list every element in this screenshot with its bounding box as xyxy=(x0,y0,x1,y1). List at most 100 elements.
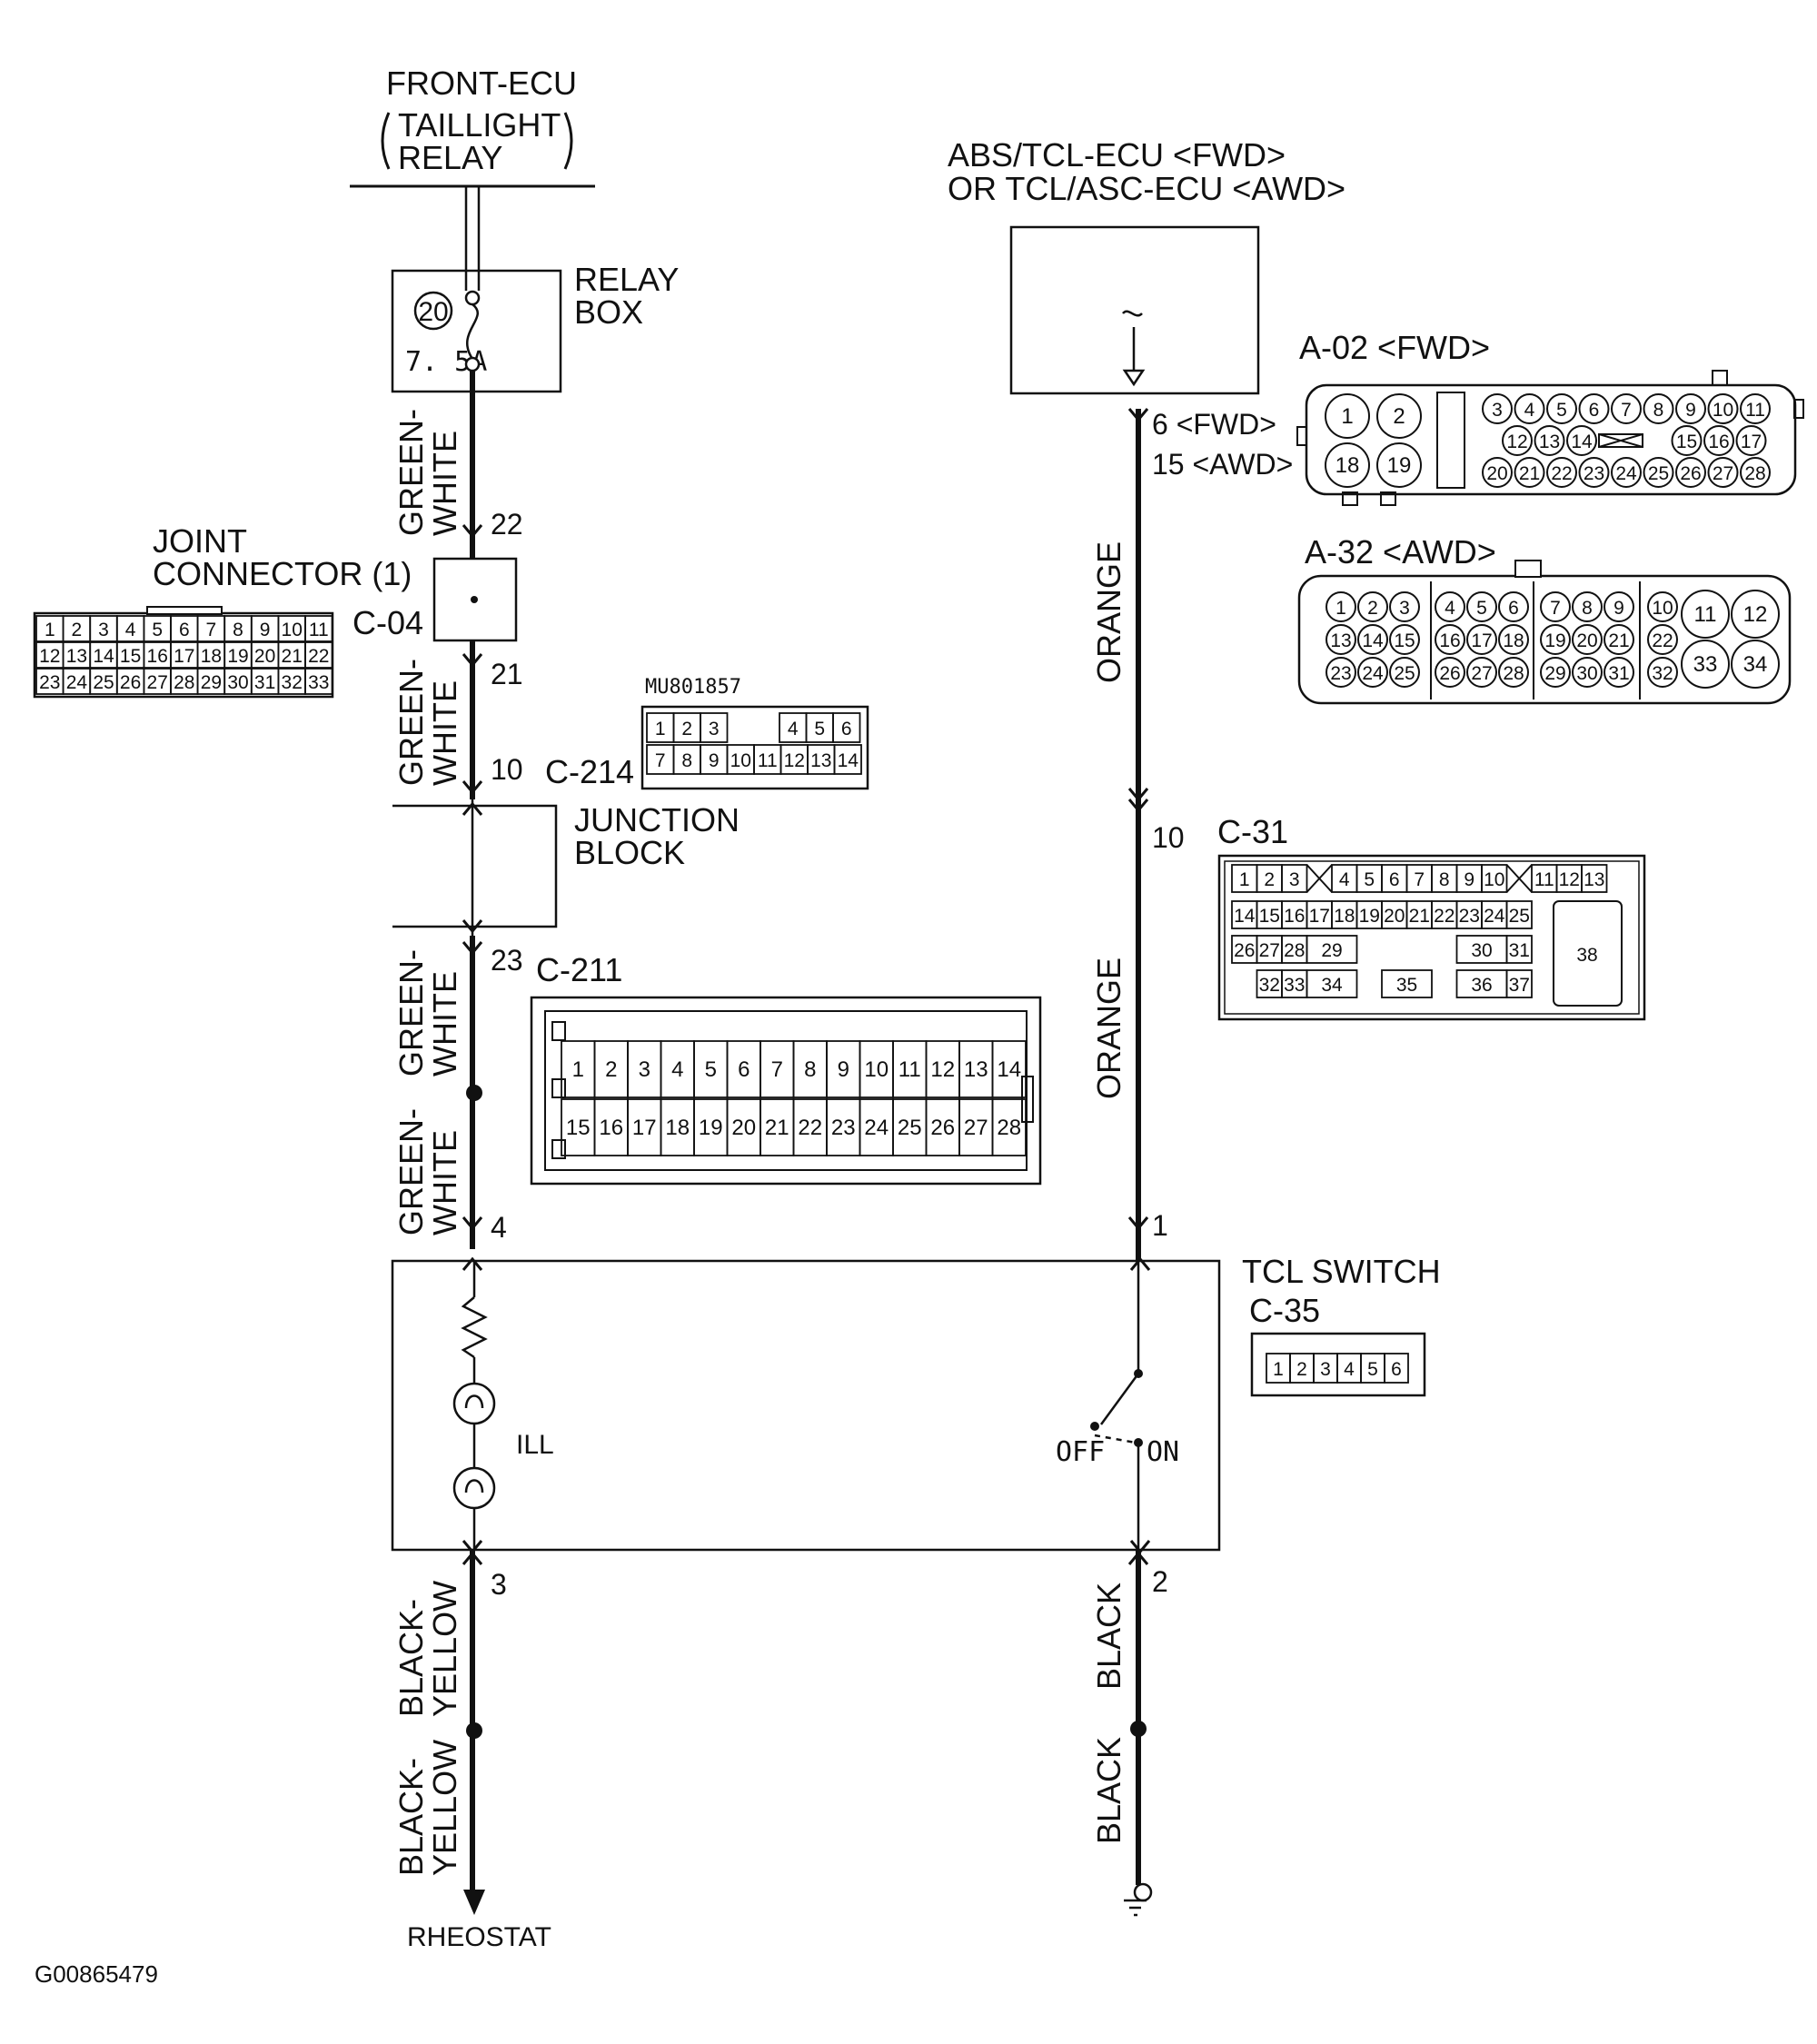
connector-pin: 13 xyxy=(66,646,87,667)
pin-22: 22 xyxy=(491,508,523,541)
splice-point-2 xyxy=(466,1722,482,1739)
svg-text:YELLOW: YELLOW xyxy=(426,1581,463,1717)
connector-pin: 5 xyxy=(1367,1359,1378,1380)
relay-box-label-1: RELAY xyxy=(574,261,679,298)
connector-pin: 7 xyxy=(655,750,666,771)
connector-pin: 21 xyxy=(1519,463,1540,484)
connector-pin: 19 xyxy=(1387,453,1412,478)
connector-pin: 28 xyxy=(1503,663,1524,684)
relay-box-label-2: BOX xyxy=(574,293,643,331)
front-ecu: FRONT-ECU TAILLIGHT RELAY xyxy=(350,64,595,188)
connector-pin: 3 xyxy=(1289,869,1300,890)
rheostat-label: RHEOSTAT xyxy=(407,1922,551,1952)
connector-pin: 5 xyxy=(152,620,163,640)
pin-21: 21 xyxy=(491,658,523,690)
lamp-icon-1 xyxy=(452,1382,496,1425)
connector-pin: 28 xyxy=(997,1116,1021,1140)
connector-pin: 18 xyxy=(1334,906,1355,927)
connector-pin: 11 xyxy=(1694,602,1717,627)
connector-pin: 16 xyxy=(1284,906,1305,927)
connector-pin: 8 xyxy=(804,1057,816,1082)
connector-pin: 8 xyxy=(1653,400,1664,421)
a02-label: A-02 <FWD> xyxy=(1299,329,1490,366)
connector-pin: 18 xyxy=(201,646,222,667)
connector-pin: 6 xyxy=(1389,869,1400,890)
switch-on-label: ON xyxy=(1147,1436,1179,1468)
svg-text:BLACK-: BLACK- xyxy=(392,1599,430,1717)
ac-signal-icon xyxy=(1122,310,1143,317)
connector-pin: 2 xyxy=(681,719,692,739)
pin-2: 2 xyxy=(1152,1565,1168,1598)
switch-off-label: OFF xyxy=(1056,1436,1105,1468)
connector-pin: 4 xyxy=(671,1057,683,1082)
connector-c31-mark xyxy=(1127,788,1149,813)
connector-pin: 6 xyxy=(1508,598,1519,619)
connector-pin: 1 xyxy=(45,620,55,640)
connector-pin: 34 xyxy=(1743,652,1768,677)
connector-pin: 28 xyxy=(174,672,194,693)
ecu-pin-awd: 15 <AWD> xyxy=(1152,448,1293,481)
connector-pin: 15 xyxy=(566,1116,591,1140)
connector-pin: 21 xyxy=(282,646,303,667)
abs-ecu-label-1: ABS/TCL-ECU <FWD> xyxy=(948,136,1286,174)
connector-pin: 18 xyxy=(1503,630,1524,651)
connector-pin: 1 xyxy=(1239,869,1250,890)
tcl-switch: ILL OFF ON xyxy=(391,1256,1221,1554)
lamp-icon-2 xyxy=(452,1466,496,1510)
ground-icon xyxy=(1124,1882,1153,1917)
connector-pin: 8 xyxy=(681,750,692,771)
connector-pin: 14 xyxy=(1571,432,1593,452)
connector-pin: 12 xyxy=(39,646,60,667)
connector-pin: 16 xyxy=(1439,630,1460,651)
c31-pin: 10 xyxy=(1152,821,1185,854)
connector-pin: 15 xyxy=(1394,630,1415,651)
connector-pin: 7 xyxy=(206,620,217,640)
joint-connector-code: C-04 xyxy=(352,604,423,641)
connector-pin: 17 xyxy=(632,1116,657,1140)
connector-pin: 11 xyxy=(309,620,329,640)
connector-pin: 13 xyxy=(1584,869,1604,890)
junction-label-1: JUNCTION xyxy=(574,801,740,838)
connector-pin: 17 xyxy=(174,646,194,667)
connector-pin: 10 xyxy=(864,1057,889,1082)
connector-pin: 24 xyxy=(66,672,88,693)
connector-pin: 19 xyxy=(699,1116,723,1140)
front-ecu-title: FRONT-ECU xyxy=(386,64,577,102)
svg-text:GREEN-: GREEN- xyxy=(392,659,430,786)
splice-point-1 xyxy=(466,1085,482,1101)
pin-3: 3 xyxy=(491,1568,507,1601)
front-ecu-sub1: TAILLIGHT xyxy=(398,106,561,144)
wire-label-orange-1: ORANGE xyxy=(1090,541,1127,683)
connector-pin: 33 xyxy=(1693,652,1718,677)
switch-lever xyxy=(1099,1373,1140,1425)
connector-pin: 11 xyxy=(899,1057,921,1082)
connector-pin: 25 xyxy=(898,1116,922,1140)
connector-pin: 5 xyxy=(814,719,825,739)
connector-pin: 17 xyxy=(1741,432,1762,452)
connector-pin: 21 xyxy=(1409,906,1430,927)
pin-1: 1 xyxy=(1152,1209,1168,1242)
figure-id: G00865479 xyxy=(35,1960,158,1988)
pin-4: 4 xyxy=(491,1211,507,1244)
connector-pin: 23 xyxy=(1584,463,1604,484)
connector-pin: 34 xyxy=(1321,975,1343,996)
connector-pin: 7 xyxy=(771,1057,783,1082)
svg-text:BLACK-: BLACK- xyxy=(392,1758,430,1876)
connector-pin: 15 xyxy=(1259,906,1280,927)
connector-pin: 6 xyxy=(1589,400,1600,421)
connector-pin: 1 xyxy=(1273,1359,1284,1380)
ecu-pin-fwd: 6 <FWD> xyxy=(1152,408,1276,441)
connector-pin: 20 xyxy=(254,646,275,667)
connector-pin: 2 xyxy=(72,620,83,640)
connector-pin: 10 xyxy=(730,750,751,771)
connector-pin: 2 xyxy=(1296,1359,1307,1380)
connector-pin: 9 xyxy=(1464,869,1474,890)
connector-pin: 20 xyxy=(1576,630,1597,651)
connector-pin: 15 xyxy=(120,646,141,667)
connector-pin: 12 xyxy=(1743,602,1768,627)
svg-text:WHITE: WHITE xyxy=(426,1130,463,1235)
connector-pin: 27 xyxy=(1471,663,1492,684)
svg-text:GREEN-: GREEN- xyxy=(392,1108,430,1235)
svg-text:GREEN-: GREEN- xyxy=(392,949,430,1077)
